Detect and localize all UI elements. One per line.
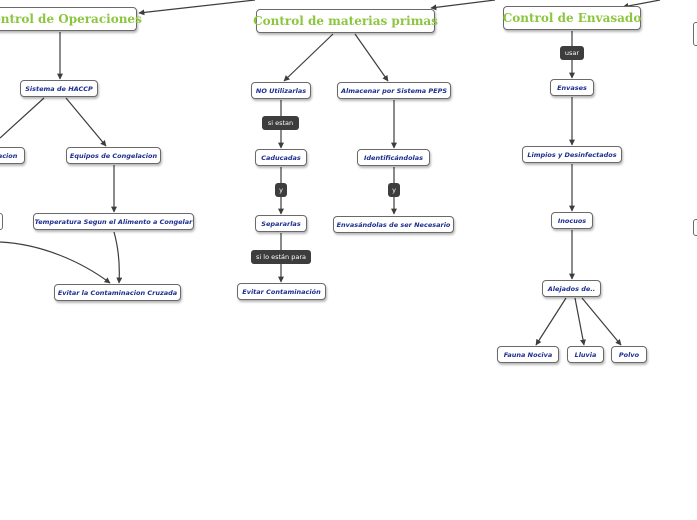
connector	[0, 241, 111, 284]
node-lluvia[interactable]: Lluvia	[567, 346, 604, 363]
connector	[283, 33, 334, 82]
connector	[138, 0, 256, 16]
label-usar: usar	[560, 46, 584, 60]
connector	[581, 297, 622, 346]
node-identificandolas[interactable]: Identificándolas	[357, 149, 430, 166]
node-sistema-haccp[interactable]: Sistema de HACCP	[20, 80, 98, 97]
connector	[113, 231, 123, 284]
connector	[0, 97, 45, 139]
node-limpios-desinfectados[interactable]: Limpios y Desinfectados	[522, 146, 622, 163]
node-equipos-congelacion[interactable]: Equipos de Congelacion	[66, 147, 161, 164]
label-si-lo-estan-para: si lo están para	[251, 250, 311, 264]
connector	[430, 0, 496, 11]
topic-control-envasado[interactable]: Control de Envasado	[503, 6, 641, 30]
node-almacenar-peps[interactable]: Almacenar por Sistema PEPS	[337, 82, 451, 99]
node-partial-lacion[interactable]: lacion	[0, 147, 25, 164]
label-y: y	[388, 183, 400, 197]
node-polvo[interactable]: Polvo	[611, 346, 647, 363]
connector	[574, 297, 586, 346]
node-envases[interactable]: Envases	[550, 79, 594, 96]
node-separarlas[interactable]: Separarlas	[255, 215, 307, 232]
label-si-estan: si estan	[262, 116, 299, 130]
node-inocuos[interactable]: Inocuos	[551, 212, 593, 229]
offscreen-node-stub	[693, 219, 697, 236]
node-caducadas[interactable]: Caducadas	[255, 149, 307, 166]
offscreen-node-stub	[693, 22, 697, 46]
label-y: y	[275, 183, 287, 197]
topic-control-materias-primas[interactable]: Control de materias primas	[253, 9, 438, 33]
connector	[622, 0, 661, 9]
node-temperatura[interactable]: Temperatura Segun el Alimento a Congelar	[33, 213, 194, 230]
node-fauna-nociva[interactable]: Fauna Nociva	[497, 346, 559, 363]
partial-node-stub	[0, 213, 3, 230]
topic-control-operaciones[interactable]: Control de Operaciones	[0, 7, 142, 31]
node-evitar-contaminacion-cruzada[interactable]: Evitar la Contaminacion Cruzada	[54, 284, 181, 301]
connector	[535, 297, 567, 346]
node-no-utilizarlas[interactable]: NO Utilizarlas	[251, 82, 311, 99]
node-envasandolas[interactable]: Envasándolas de ser Necesario	[333, 216, 454, 233]
node-alejados[interactable]: Alejados de..	[542, 280, 601, 297]
node-evitar-contaminacion[interactable]: Evitar Contaminación	[237, 283, 326, 300]
connector	[354, 33, 389, 82]
connector	[65, 97, 107, 147]
